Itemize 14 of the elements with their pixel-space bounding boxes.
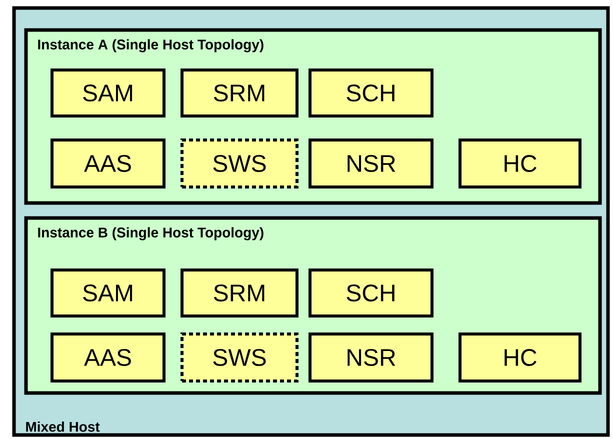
component-box: SAM — [50, 268, 166, 318]
component-box: SAM — [50, 68, 166, 118]
component-box: AAS — [50, 138, 166, 188]
component-box: NSR — [308, 332, 434, 382]
component-box: SWS — [180, 138, 298, 188]
component-box: AAS — [50, 332, 166, 382]
component-box: SWS — [180, 332, 298, 382]
component-box: SCH — [308, 268, 434, 318]
component-box: SRM — [180, 68, 298, 118]
component-box: HC — [458, 332, 582, 382]
component-box: HC — [458, 138, 582, 188]
component-box: SRM — [180, 268, 298, 318]
component-box: SCH — [308, 68, 434, 118]
component-box: NSR — [308, 138, 434, 188]
